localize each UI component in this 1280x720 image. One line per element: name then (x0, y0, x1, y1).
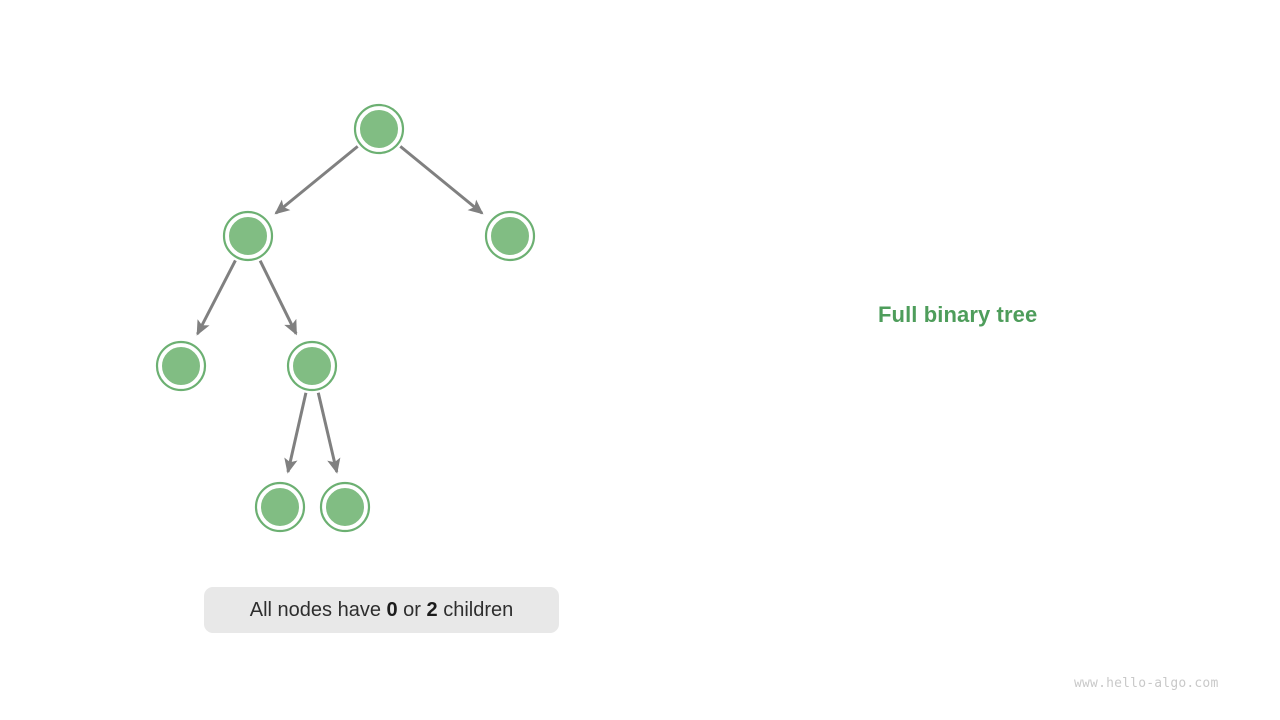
page-title: Full binary tree (878, 302, 1038, 327)
tree-edge (399, 145, 484, 215)
tree-node (222, 210, 274, 262)
edge-layer (196, 145, 484, 474)
tree-edge (274, 145, 359, 215)
tree-node (353, 103, 405, 155)
tree-edge (284, 392, 308, 474)
tree-node (286, 340, 338, 392)
caption-suffix: children (437, 598, 514, 621)
caption-badge: All nodes have 0 or 2 children (204, 587, 559, 633)
node-body (291, 345, 333, 387)
node-outer-ring (155, 340, 207, 392)
node-layer (155, 103, 536, 533)
caption-text: All nodes have 0 or 2 children (250, 599, 514, 622)
node-outer-ring (353, 103, 405, 155)
watermark-url: www.hello-algo.com (1074, 676, 1219, 691)
tree-edge (316, 392, 341, 474)
node-outer-ring (286, 340, 338, 392)
caption-prefix: All nodes have (249, 598, 387, 621)
node-outer-ring (484, 210, 536, 262)
tree-node (155, 340, 207, 392)
tree-node (319, 481, 371, 533)
caption-middle: or (397, 598, 427, 621)
node-body (227, 215, 269, 257)
node-outer-ring (222, 210, 274, 262)
tree-node (254, 481, 306, 533)
tree-edge (258, 260, 298, 336)
tree-edge (196, 259, 237, 336)
caption-bold-zero: 0 (386, 598, 398, 621)
node-body (489, 215, 531, 257)
node-body (160, 345, 202, 387)
node-body (358, 108, 400, 150)
caption-bold-two: 2 (426, 598, 438, 621)
node-body (259, 486, 301, 528)
tree-node (484, 210, 536, 262)
node-outer-ring (319, 481, 371, 533)
node-outer-ring (254, 481, 306, 533)
node-body (324, 486, 366, 528)
